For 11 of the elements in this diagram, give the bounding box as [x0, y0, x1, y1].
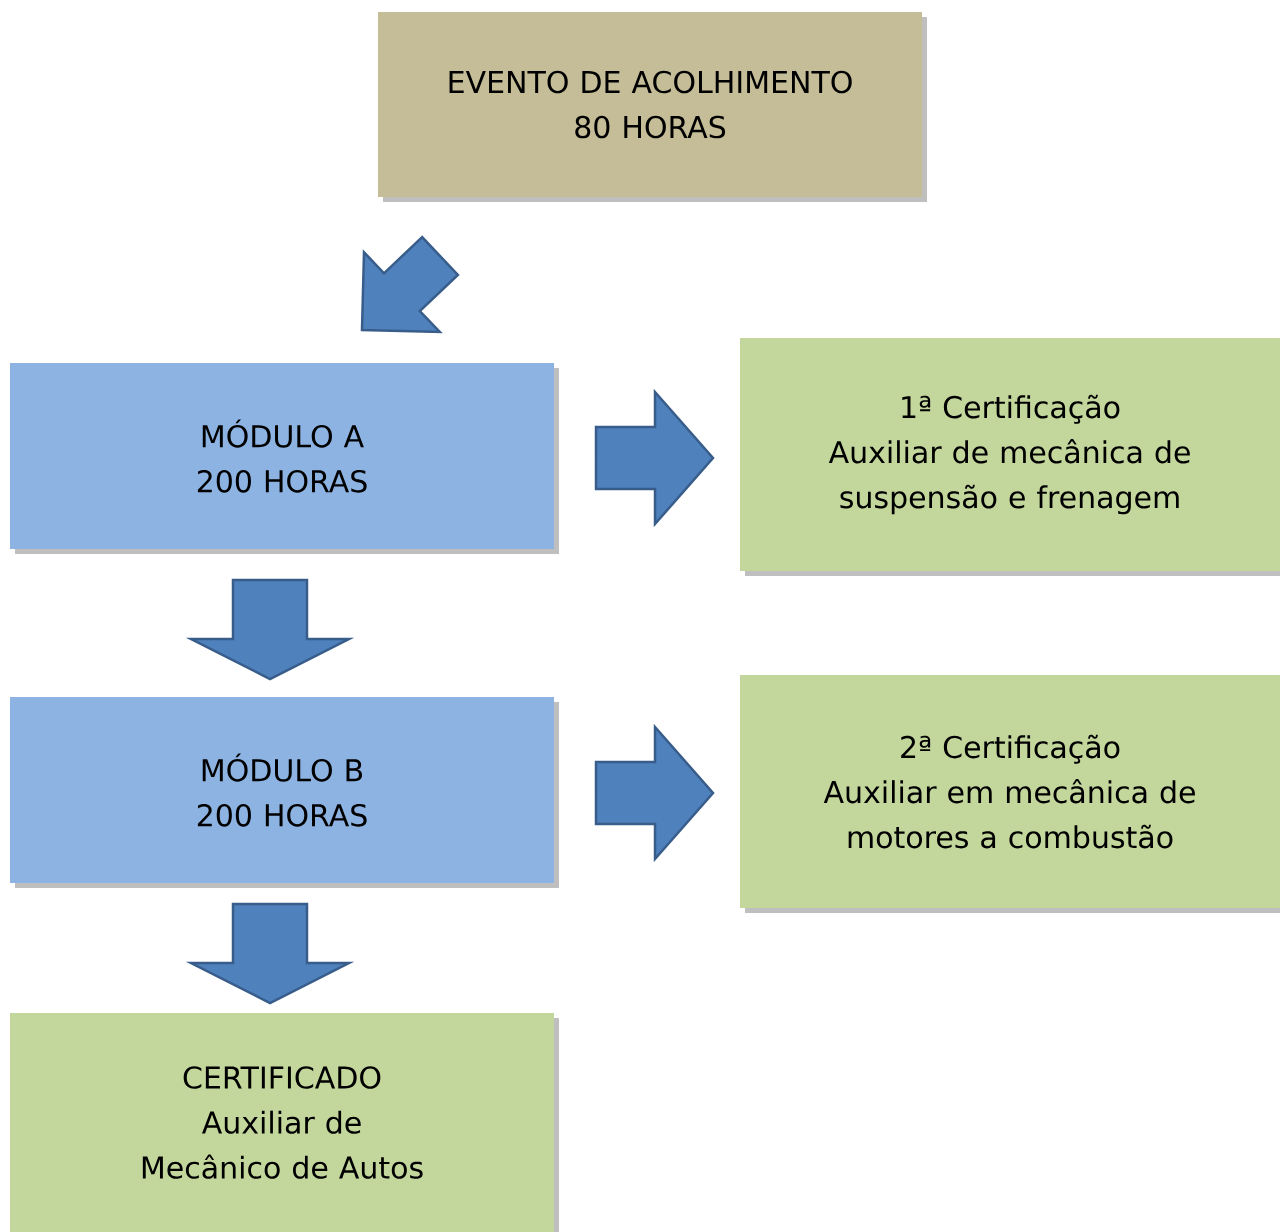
block-arrow: [594, 723, 715, 863]
block-arrow: [185, 578, 355, 681]
block-arrow: [594, 388, 715, 528]
process-box: MÓDULO A 200 HORAS: [10, 363, 559, 554]
block-arrow: [185, 902, 355, 1005]
process-box: EVENTO DE ACOLHIMENTO 80 HORAS: [378, 12, 927, 202]
process-box: 1ª Certificação Auxiliar de mecânica de suspensão e frenagem: [740, 338, 1280, 576]
process-box: CERTIFICADO Auxiliar de Mecânico de Autos: [10, 1013, 559, 1232]
process-box: MÓDULO B 200 HORAS: [10, 697, 559, 888]
process-box: 2ª Certificação Auxiliar em mecânica de motores a combustão: [740, 675, 1280, 913]
block-arrow: [360, 235, 460, 334]
